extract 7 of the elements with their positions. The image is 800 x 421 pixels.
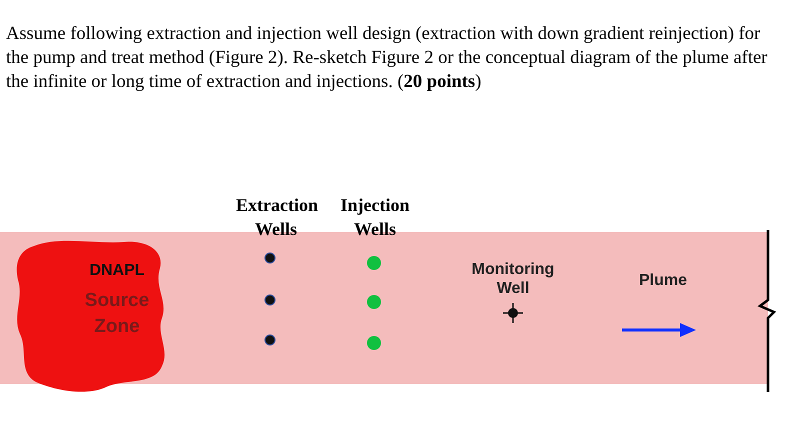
- well-group-label: Extraction Wells: [236, 194, 316, 241]
- well-group-label: Injection Wells: [340, 194, 410, 241]
- source-label: DNAPL: [88, 261, 146, 281]
- question-text: Assume following extraction and injection well design (extraction with down gradient reinjection) for the pump and treat method (Figure 2). Re-sketch Figure 2 or the conceptual diagram of the plume after the infinite or long time of extraction and injections. (20 points): [6, 23, 768, 94]
- source-zone-label: Source Zone: [84, 289, 150, 339]
- plume-label: Plume: [638, 272, 688, 290]
- well-label: Monitoring Well: [470, 260, 556, 298]
